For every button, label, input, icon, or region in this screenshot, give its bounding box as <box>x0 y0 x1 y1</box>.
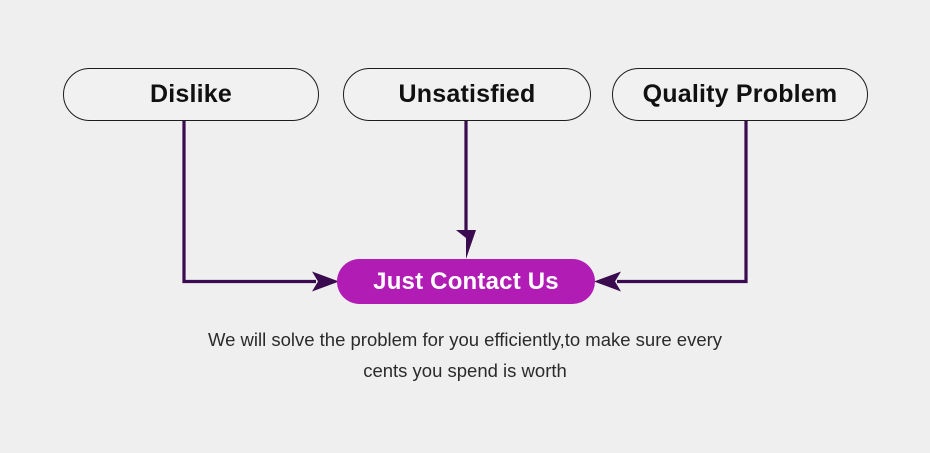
connector-unsatisfied-to-cta <box>456 121 476 259</box>
caption-line-1: We will solve the problem for you effici… <box>207 329 723 350</box>
caption-text: We will solve the problem for you effici… <box>115 324 815 386</box>
problem-pill-quality-problem[interactable]: Quality Problem <box>612 68 868 121</box>
connector-quality-to-cta <box>594 121 748 292</box>
problem-pill-dislike[interactable]: Dislike <box>63 68 319 121</box>
problem-pill-quality-problem-label: Quality Problem <box>642 80 838 108</box>
arrowhead-right-icon <box>312 271 339 292</box>
problem-pill-unsatisfied-label: Unsatisfied <box>398 80 536 108</box>
arrowhead-down-icon <box>456 230 476 259</box>
arrowhead-left-icon <box>594 271 621 292</box>
problem-pill-unsatisfied[interactable]: Unsatisfied <box>343 68 591 121</box>
contact-us-button-label: Just Contact Us <box>373 267 559 295</box>
problem-pill-dislike-label: Dislike <box>149 80 232 108</box>
connector-dislike-to-cta <box>182 121 339 292</box>
contact-us-button[interactable]: Just Contact Us <box>337 259 595 304</box>
caption-line-2: cents you spend is worth <box>363 360 567 381</box>
